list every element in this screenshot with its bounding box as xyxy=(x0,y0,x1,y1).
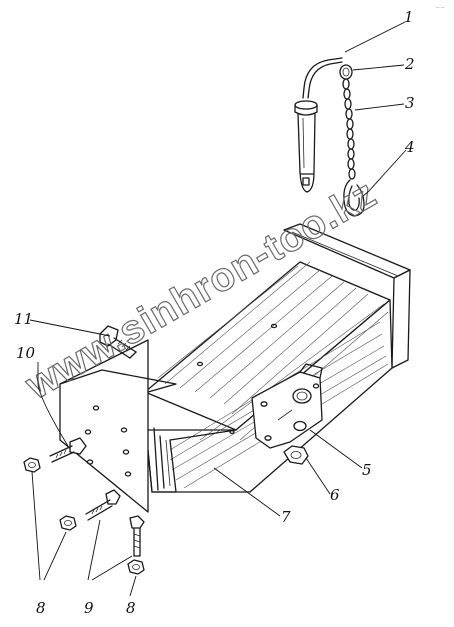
callout-1: 1 xyxy=(404,8,414,26)
leader-lines xyxy=(29,21,407,597)
corner-mark: _ _ xyxy=(435,2,445,8)
callout-8-left: 8 xyxy=(36,599,46,617)
callout-8-right: 8 xyxy=(126,599,136,617)
callout-7: 7 xyxy=(281,508,291,526)
nut-part-8-c xyxy=(127,559,145,575)
nut-part-6 xyxy=(283,445,309,465)
callout-2: 2 xyxy=(404,55,415,73)
ring-part-2 xyxy=(339,64,353,80)
callout-3: 3 xyxy=(405,94,415,112)
bolt-part-9-a xyxy=(85,489,121,521)
bolt-part-10 xyxy=(49,437,87,463)
nut-part-8-a xyxy=(23,457,41,473)
chain-part-3 xyxy=(342,78,356,180)
callout-11: 11 xyxy=(14,310,33,328)
bracket-part-5 xyxy=(251,363,323,449)
callout-6: 6 xyxy=(330,486,340,504)
callout-4: 4 xyxy=(404,138,415,156)
callout-labels: 1 2 3 4 5 6 7 8 8 9 10 11 xyxy=(14,8,415,617)
callout-9: 9 xyxy=(84,599,94,617)
callout-5: 5 xyxy=(362,461,372,479)
hook-part-4 xyxy=(343,179,365,217)
nut-part-8-b xyxy=(59,515,77,531)
end-plate xyxy=(59,339,177,513)
bolt-part-9-b xyxy=(129,515,145,557)
pin-part-1 xyxy=(294,57,343,193)
callout-10: 10 xyxy=(16,344,36,362)
